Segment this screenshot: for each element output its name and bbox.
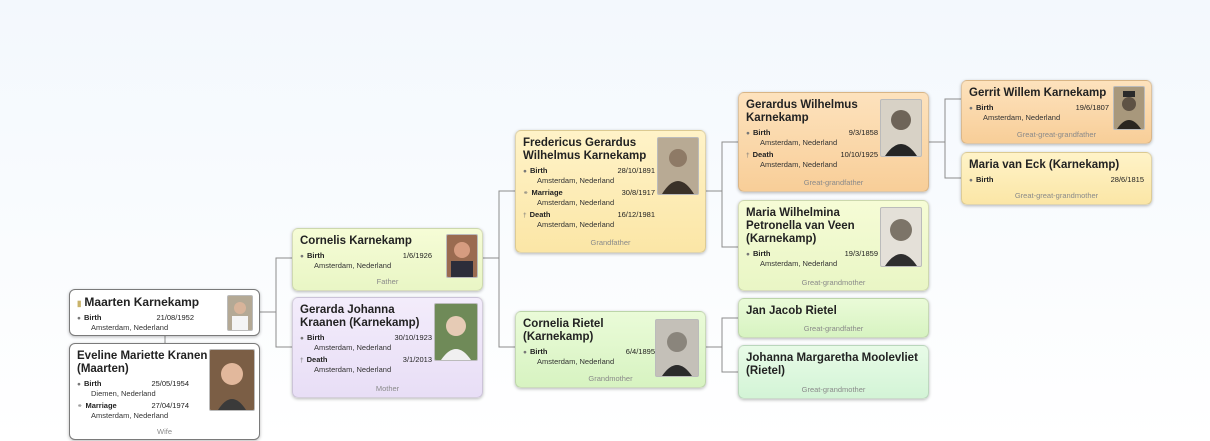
event-death: †Death 3/1/2013 Amsterdam, Nederland: [300, 355, 432, 374]
role-label: Wife: [157, 427, 172, 436]
event-birth: ●Birth 28/10/1891 Amsterdam, Nederland: [523, 166, 655, 185]
person-photo: [880, 99, 922, 157]
person-photo: [227, 295, 253, 331]
role-label: Great-great-grandfather: [1016, 130, 1097, 139]
person-photo: [446, 234, 478, 278]
event-birth: ●Birth 25/05/1954 Diemen, Nederland: [77, 379, 189, 398]
event-birth: ●Birth 30/10/1923 Amsterdam, Nederland: [300, 333, 432, 352]
person-photo: [655, 319, 699, 377]
role-label: Grandfather: [590, 238, 631, 247]
event-birth: ●Birth 6/4/1895 Amsterdam, Nederland: [523, 347, 655, 366]
person-name: Maria van Eck (Karnekamp): [969, 159, 1120, 171]
person-card-maria-wilhelmina[interactable]: Maria Wilhelmina Petronella van Veen (Ka…: [738, 200, 929, 291]
role-label: Great-grandmother: [801, 385, 866, 394]
person-card-gerrit[interactable]: Gerrit Willem Karnekamp ●Birth 19/6/1807…: [961, 80, 1152, 144]
person-photo: [209, 349, 255, 411]
event-marriage: ⚭Marriage 27/04/1974 Amsterdam, Nederlan…: [77, 401, 189, 420]
person-photo: [434, 303, 478, 361]
person-name: Cornelia Rietel (Karnekamp): [523, 318, 604, 343]
person-card-maria-van-eck[interactable]: Maria van Eck (Karnekamp) ●Birth 28/6/18…: [961, 152, 1152, 205]
person-card-gerarda[interactable]: Gerarda Johanna Kraanen (Karnekamp) ●Bir…: [292, 297, 483, 398]
person-name: Johanna Margaretha Moolevliet (Rietel): [746, 352, 918, 377]
event-birth: ●Birth 9/3/1858 Amsterdam, Nederland: [746, 128, 878, 147]
person-card-eveline[interactable]: Eveline Mariette Kranen (Maarten) ●Birth…: [69, 343, 260, 440]
person-photo: [880, 207, 922, 267]
role-label: Father: [376, 277, 399, 286]
event-death: †Death 16/12/1981 Amsterdam, Nederland: [523, 210, 655, 229]
person-name: Gerrit Willem Karnekamp: [969, 87, 1107, 99]
event-birth: ●Birth 19/3/1859 Amsterdam, Nederland: [746, 249, 878, 268]
role-label: Great-grandmother: [801, 278, 866, 287]
role-label: Great-grandfather: [803, 324, 864, 333]
role-label: Grandmother: [588, 374, 633, 383]
person-name: Cornelis Karnekamp: [300, 235, 412, 247]
person-name: Gerardus Wilhelmus Karnekamp: [746, 99, 858, 124]
role-label: Great-great-grandmother: [1014, 191, 1099, 200]
person-name: Fredericus Gerardus Wilhelmus Karnekamp: [523, 137, 647, 162]
person-name: Jan Jacob Rietel: [746, 305, 837, 317]
person-name: Eveline Mariette Kranen (Maarten): [77, 350, 208, 375]
event-birth: ●Birth 19/6/1807 Amsterdam, Nederland: [969, 103, 1109, 122]
person-card-maarten[interactable]: ▮Maarten Karnekamp ●Birth 21/08/1952 Ams…: [69, 289, 260, 336]
person-photo: [1113, 86, 1145, 130]
person-photo: [657, 137, 699, 195]
person-card-johanna[interactable]: Johanna Margaretha Moolevliet (Rietel) G…: [738, 345, 929, 399]
event-birth: ●Birth 28/6/1815: [969, 175, 1144, 184]
pin-icon: ▮: [77, 299, 82, 308]
role-label: Great-grandfather: [803, 178, 864, 187]
role-label: Mother: [375, 384, 400, 393]
person-card-fredericus[interactable]: Fredericus Gerardus Wilhelmus Karnekamp …: [515, 130, 706, 253]
person-card-cornelia[interactable]: Cornelia Rietel (Karnekamp) ●Birth 6/4/1…: [515, 311, 706, 388]
person-card-jan[interactable]: Jan Jacob Rietel Great-grandfather: [738, 298, 929, 338]
event-marriage: ⚭Marriage 30/8/1917 Amsterdam, Nederland: [523, 188, 655, 207]
event-death: †Death 10/10/1925 Amsterdam, Nederland: [746, 150, 878, 169]
person-name: Maria Wilhelmina Petronella van Veen (Ka…: [746, 207, 855, 245]
person-card-cornelis[interactable]: Cornelis Karnekamp ●Birth 1/6/1926 Amste…: [292, 228, 483, 291]
event-birth: ●Birth 1/6/1926 Amsterdam, Nederland: [300, 251, 432, 270]
person-card-gerardus[interactable]: Gerardus Wilhelmus Karnekamp ●Birth 9/3/…: [738, 92, 929, 192]
person-name: ▮Maarten Karnekamp: [77, 295, 200, 309]
birth-icon: ●: [77, 315, 81, 322]
event-birth: ●Birth 21/08/1952 Amsterdam, Nederland: [77, 313, 194, 332]
person-name: Gerarda Johanna Kraanen (Karnekamp): [300, 304, 420, 329]
